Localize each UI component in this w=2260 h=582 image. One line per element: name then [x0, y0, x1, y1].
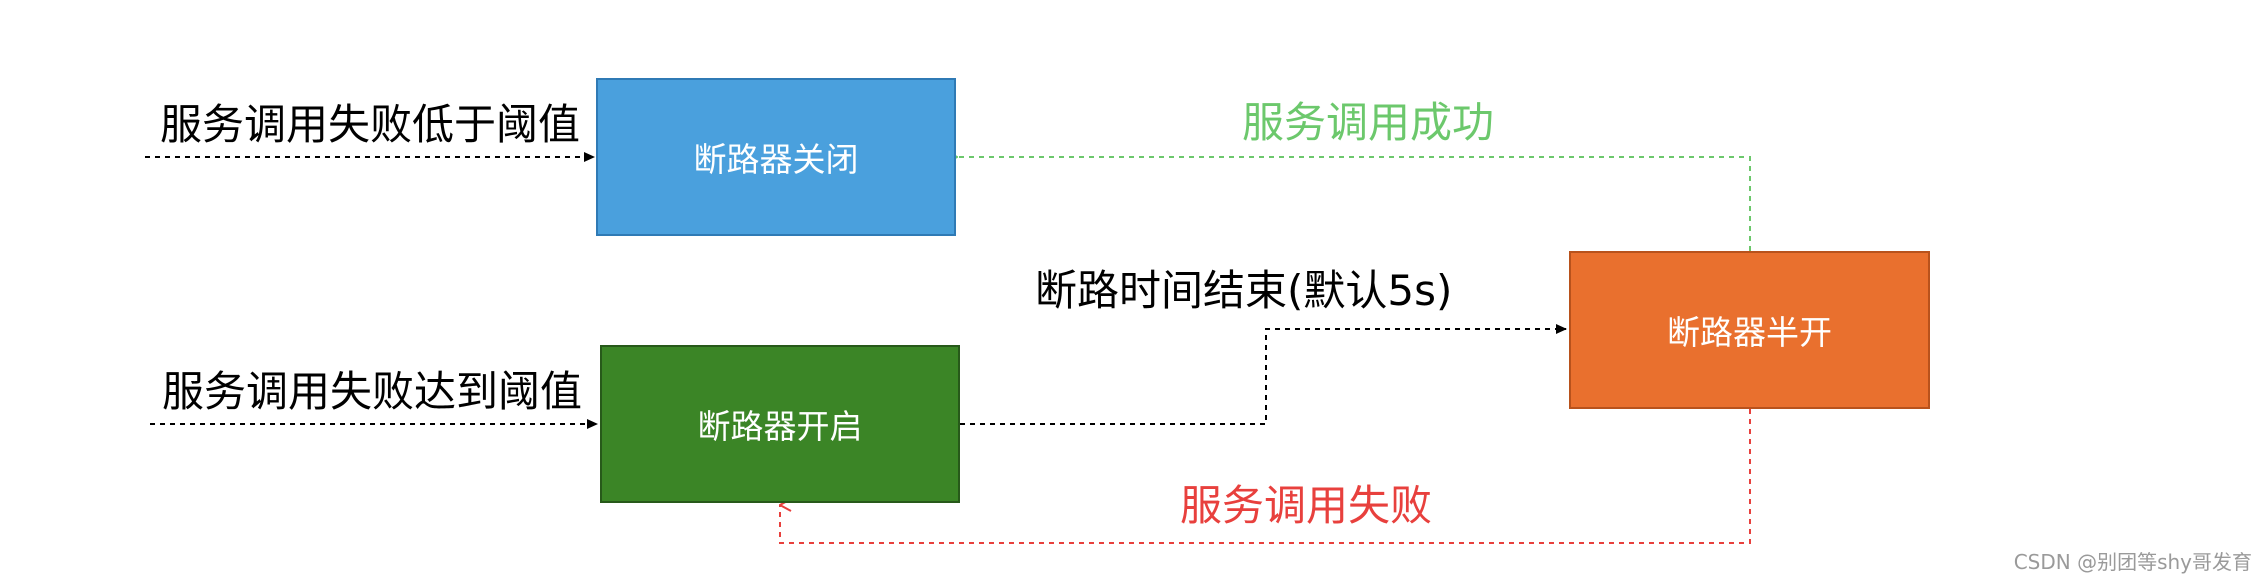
- edge-call-success: [957, 157, 1751, 251]
- label-call-success: 服务调用成功: [1242, 98, 1495, 147]
- node-breaker-closed: 断路器关闭: [596, 78, 956, 236]
- label-below-threshold: 服务调用失败低于阈值: [160, 100, 581, 149]
- watermark: CSDN @别团等shy哥发育: [2013, 550, 2252, 574]
- node-breaker-open: 断路器开启: [600, 345, 960, 503]
- label-call-fail: 服务调用失败: [1180, 481, 1433, 530]
- edge-call-fail: [779, 409, 1751, 544]
- node-breaker-closed-label: 断路器关闭: [693, 140, 859, 179]
- edge-timeout-end: [960, 324, 1567, 425]
- label-reach-threshold: 服务调用失败达到阈值: [162, 367, 583, 416]
- node-breaker-half-open-label: 断路器半开: [1667, 313, 1832, 352]
- label-timeout-end: 断路时间结束(默认5s): [1035, 266, 1453, 315]
- node-breaker-open-label: 断路器开启: [697, 407, 863, 446]
- node-breaker-half-open: 断路器半开: [1569, 251, 1930, 409]
